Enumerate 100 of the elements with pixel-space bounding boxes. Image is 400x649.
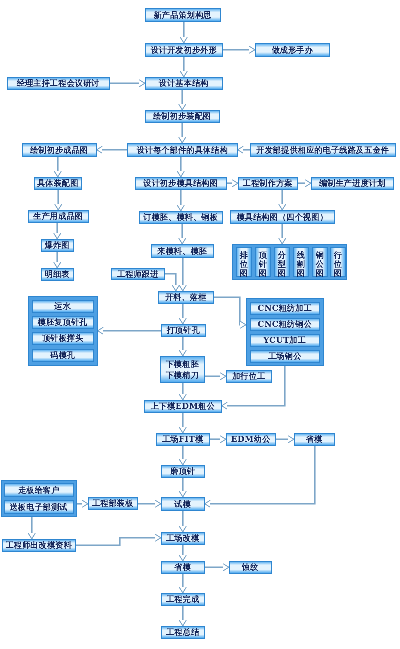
view-box: 顶针图	[255, 247, 271, 277]
process-box: 开料、落框	[158, 291, 214, 304]
process-box: 走板给客户	[4, 483, 74, 497]
process-box: 工场铜公	[250, 350, 320, 363]
process-box: 来模料、模胚	[151, 244, 214, 258]
arrow	[179, 304, 187, 324]
arrow	[179, 383, 187, 400]
arrow	[28, 517, 36, 540]
process-box: 工程师出改模资料	[2, 539, 76, 552]
process-box: 工程师跟进	[111, 268, 165, 280]
process-box: 设计开发初步外形	[145, 43, 223, 57]
process-box: 订模胚、模料、铜板	[139, 211, 223, 224]
view-box: 线割图	[293, 247, 309, 277]
process-box: 打顶针孔	[161, 324, 206, 337]
group-panel	[232, 244, 347, 280]
process-box: 工程完成	[161, 593, 205, 606]
arrow	[110, 80, 146, 88]
group-panel	[1, 480, 77, 517]
group-panel	[28, 296, 98, 366]
process-box: 设计每个部件的具体结构	[127, 143, 238, 157]
process-box: 经理主持工程会议研讨	[7, 77, 110, 90]
process-box: 码模孔	[32, 349, 94, 362]
process-box: 设计基本结构	[145, 77, 223, 90]
arrow	[238, 146, 250, 154]
arrow	[178, 90, 186, 110]
process-box: 工场FIT模	[156, 433, 210, 446]
process-box: EDM幼公	[226, 433, 276, 446]
process-box: 绘制初步装配图	[145, 110, 220, 123]
group-panel	[246, 298, 324, 366]
process-box: 新产品策划构思	[145, 8, 221, 22]
process-box: 模具结构图（四个视图）	[230, 210, 335, 224]
arrow	[179, 258, 187, 292]
process-box: 省模	[294, 433, 335, 446]
arrow	[76, 534, 162, 546]
arrow	[214, 296, 246, 329]
arrow	[177, 157, 185, 178]
process-box: 开发部提供相应的电子线路及五金件	[250, 143, 396, 157]
process-box: 工程部装板	[88, 497, 138, 510]
process-box: 磨顶针	[161, 465, 205, 478]
view-box: 分型图	[274, 247, 290, 277]
process-box: 试模	[161, 497, 205, 511]
step-label: 下模粗胚	[166, 358, 200, 370]
arrow	[138, 500, 162, 508]
process-box: 做成形手办	[255, 43, 330, 57]
arrow	[54, 190, 62, 210]
process-box: 编制生产进度计划	[311, 177, 394, 190]
process-box: 加行位工	[226, 370, 272, 383]
arrow	[54, 252, 62, 268]
process-box: 顶针板撑头	[32, 332, 94, 345]
step-label: 下模精刀	[166, 370, 200, 380]
arrow	[165, 273, 180, 292]
process-box: 绘制初步成品图	[22, 143, 97, 157]
process-box: CNC粗纺铜公	[250, 318, 320, 331]
view-box: 铜公图	[312, 247, 328, 277]
arrow	[179, 511, 187, 532]
arrow	[278, 224, 286, 244]
process-box: 省模	[161, 561, 205, 574]
arrow	[178, 123, 186, 144]
arrow	[180, 57, 188, 78]
arrow	[77, 500, 88, 508]
arrow	[54, 157, 62, 178]
arrow	[205, 564, 230, 572]
arrow	[278, 190, 286, 210]
process-box: 工程总结	[161, 626, 205, 639]
arrow	[223, 46, 256, 54]
process-box: 明细表	[41, 268, 74, 281]
arrow	[179, 337, 187, 356]
arrow	[179, 413, 187, 434]
process-box: 设计初步模具结构图	[135, 177, 227, 190]
arrow	[204, 446, 316, 508]
arrow	[96, 146, 127, 154]
arrow	[276, 436, 294, 444]
process-box: 上下模EDM粗公	[144, 400, 222, 413]
arrow	[54, 223, 62, 240]
process-box: 工场改模	[161, 532, 205, 545]
arrow	[98, 327, 161, 335]
arrow	[179, 545, 187, 562]
process-box: 爆炸图	[41, 239, 74, 252]
process-box: 送板电子部测试	[4, 500, 74, 514]
process-box: 生产用成品图	[28, 210, 89, 223]
arrow	[205, 372, 226, 380]
view-box: 排位图	[236, 247, 252, 277]
process-box: 运水	[32, 300, 94, 313]
arrow	[179, 606, 187, 626]
process-box: 具体装配图	[34, 177, 82, 190]
view-box: 行位图	[330, 247, 346, 277]
arrow	[179, 446, 187, 466]
arrow	[178, 224, 186, 244]
process-box: 模胚复顶针孔	[32, 316, 94, 329]
arrow	[179, 478, 187, 498]
arrow	[227, 180, 238, 188]
arrow	[298, 180, 312, 188]
process-box: 工程制作方案	[238, 177, 298, 190]
arrow	[180, 22, 188, 44]
process-box: YCUT加工	[250, 334, 320, 347]
arrow	[222, 366, 286, 410]
process-box: CNC粗纺加工	[250, 302, 320, 315]
arrow	[179, 574, 187, 594]
arrow	[177, 190, 185, 212]
arrow	[210, 436, 226, 444]
